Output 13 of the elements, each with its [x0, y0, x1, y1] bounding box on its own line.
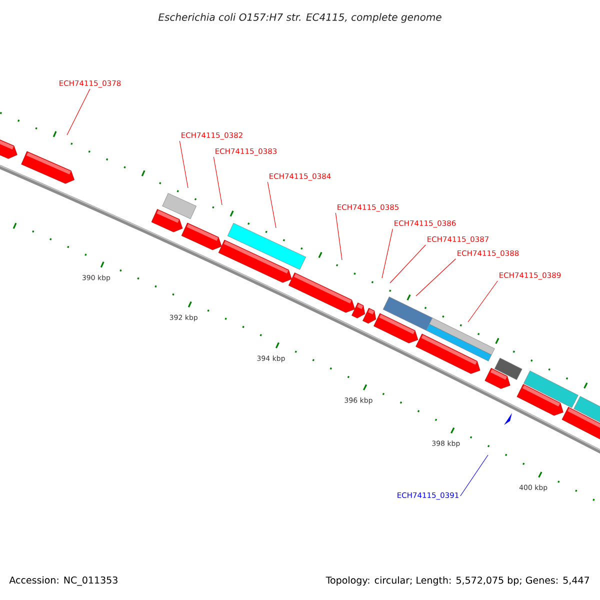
leader-line — [213, 156, 222, 206]
title: Escherichia coli O157:H7 str. EC4115, complete genome — [158, 13, 442, 23]
footer-text: Topology: circular; Length: 5,572,075 bp; Genes: 5,447 — [326, 576, 589, 586]
leader-line — [382, 228, 393, 278]
leader-line — [390, 244, 426, 284]
leader-line — [468, 280, 498, 322]
leader-line — [335, 212, 342, 260]
leader-line — [66, 88, 90, 136]
leader-line — [460, 454, 488, 496]
leader-line — [267, 182, 276, 228]
footer-text: Accession: NC_011353 — [9, 576, 118, 586]
leader-line — [179, 140, 188, 188]
leader-line — [416, 258, 456, 296]
